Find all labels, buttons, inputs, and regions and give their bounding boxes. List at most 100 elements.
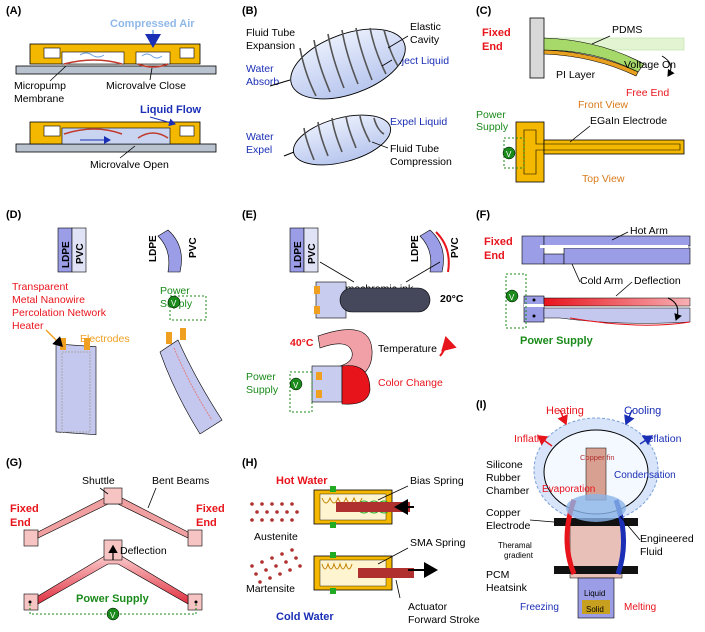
cold-water-label: Cold Water	[276, 611, 334, 623]
percolation-label: Percolation Network	[12, 307, 107, 319]
end-label-g1: End	[10, 517, 31, 529]
water-absorb-label-1: Water	[246, 63, 274, 75]
pvc-label-e: PVC	[307, 243, 318, 264]
cold-arm-label: Cold Arm	[580, 275, 623, 287]
sma-hot-state	[313, 485, 414, 528]
power-label: Power	[476, 109, 506, 121]
hot-arm-label: Hot Arm	[630, 225, 668, 237]
compression-label: Compression	[390, 156, 452, 168]
solid-label: Solid	[586, 605, 604, 614]
chamber-label: Chamber	[486, 485, 530, 497]
power-label-e: Power	[246, 371, 276, 383]
pcm-actuator-diagram	[533, 409, 659, 619]
voltage-source-icon-d: V	[171, 299, 177, 308]
expansion-label: Expansion	[246, 40, 295, 52]
color-change-label: Color Change	[378, 377, 443, 389]
panel-label-i: (I)	[476, 399, 487, 411]
hot-water-label: Hot Water	[276, 475, 328, 487]
voltage-source-icon-f: V	[509, 293, 515, 302]
fixed-label-f: Fixed	[484, 236, 513, 248]
engineered-label: Engineered	[640, 533, 694, 545]
pi-layer-label: PI Layer	[556, 69, 596, 81]
fluid-tube-label: Fluid Tube	[246, 27, 295, 39]
deflection-label-f: Deflection	[634, 275, 681, 287]
actuator-40c: V	[289, 329, 373, 413]
panel-a: Compressed Air Micropump Membrane Microv…	[14, 18, 217, 171]
liquid-label: Liquid	[584, 589, 605, 598]
temperature-label: Temperature	[378, 343, 437, 355]
austenite-lattice	[250, 502, 299, 522]
panel-b: Fluid Tube Expansion Elastic Cavity Inje…	[246, 21, 452, 168]
panel-e: LDPE PVC LDPE PVC Thermochromic ink 20°C…	[246, 227, 464, 413]
condensation-label: Condensation	[614, 470, 676, 481]
pdms-label: PDMS	[612, 24, 642, 36]
austenite-label: Austenite	[254, 531, 298, 543]
liquid-flow-label: Liquid Flow	[140, 104, 202, 116]
ldpe-label: LDPE	[61, 241, 72, 268]
pvc-label-e2: PVC	[450, 237, 461, 258]
electrodes-label: Electrodes	[80, 333, 130, 345]
freezing-label: Freezing	[520, 602, 559, 613]
e-flat-layers: LDPE PVC	[289, 227, 319, 273]
panel-c: Fixed End PDMS PI Layer Voltage On Free …	[476, 17, 685, 185]
martensite-lattice	[250, 548, 302, 584]
microvalve-open-label: Microvalve Open	[90, 159, 169, 171]
shuttle-label: Shuttle	[82, 475, 115, 487]
voltage-on-label: Voltage On	[624, 59, 676, 71]
cavity-label: Cavity	[410, 34, 440, 46]
voltage-source-icon-g: V	[110, 611, 116, 620]
martensite-label: Martensite	[246, 583, 295, 595]
ldpe-pvc-flat: LDPE PVC	[57, 227, 87, 273]
copper-fin-label: Copper fin	[580, 453, 615, 462]
panel-f: Fixed End Hot Arm Cold Arm V Deflection	[484, 225, 691, 347]
sma-cold-state	[313, 547, 438, 599]
heatsink-label: Heatsink	[486, 582, 528, 594]
expanded-tube	[269, 27, 409, 100]
sma-spring-label: SMA Spring	[410, 537, 466, 549]
bent-beams-label: Bent Beams	[152, 475, 209, 487]
electrode-label: Electrode	[486, 520, 531, 532]
deflection-label-g: Deflection	[120, 545, 167, 557]
power-supply-label-g: Power Supply	[76, 593, 150, 605]
panel-h: Hot Water Bias Spring Austenite SMA Spri…	[246, 475, 480, 626]
compressed-tube	[283, 114, 392, 166]
metal-nanowire-label: Metal Nanowire	[12, 294, 85, 306]
panel-label-c: (C)	[476, 5, 492, 17]
gradient-label: gradient	[504, 551, 534, 560]
fixed-label-g2: Fixed	[196, 503, 225, 515]
power-label-d: Power	[160, 285, 190, 297]
panel-i: Heating Cooling Inflation Deflation Sili…	[486, 405, 694, 619]
bending-actuator-front	[529, 17, 685, 79]
panel-label-g: (G)	[6, 457, 22, 469]
pvc-label-2: PVC	[188, 237, 199, 258]
panel-label-b: (B)	[242, 5, 258, 17]
end-label-g2: End	[196, 517, 217, 529]
pvc-label: PVC	[75, 243, 86, 264]
panel-label-a: (A)	[6, 5, 22, 17]
heater-label: Heater	[12, 320, 44, 332]
actuator-label: Actuator	[408, 601, 448, 613]
power-supply-label-f: Power Supply	[520, 335, 594, 347]
bent-beam-top	[23, 487, 203, 547]
flat-heater-sheet	[45, 329, 97, 436]
top-view-label: Top View	[582, 173, 625, 185]
front-view-label: Front View	[578, 99, 628, 111]
bent-heater-sheet: V	[159, 295, 223, 435]
water-expel-label-2: Expel	[246, 144, 272, 156]
micropump-label: Micropump	[14, 80, 66, 92]
panel-label-f: (F)	[476, 209, 490, 221]
end-label-f: End	[484, 250, 505, 262]
fluid-label: Fluid	[640, 546, 663, 558]
expel-liquid-label: Expel Liquid	[390, 116, 447, 128]
micropump-closed-diagram	[15, 30, 217, 75]
ldpe-label-e2: LDPE	[410, 235, 421, 262]
cooling-label: Cooling	[624, 405, 661, 417]
panel-d: LDPE PVC LDPE PVC Transparent Metal Nano…	[12, 227, 223, 436]
fluid-tube-label-2: Fluid Tube	[390, 143, 439, 155]
forward-stroke-label: Forward Stroke	[408, 614, 480, 626]
water-absorb-label-2: Absorb	[246, 76, 279, 88]
inject-liquid-label: Inject Liquid	[393, 55, 449, 67]
e-bent-layers: LDPE PVC	[410, 229, 461, 273]
heating-label: Heating	[546, 405, 584, 417]
bent-beam-deflected: V	[23, 539, 203, 621]
